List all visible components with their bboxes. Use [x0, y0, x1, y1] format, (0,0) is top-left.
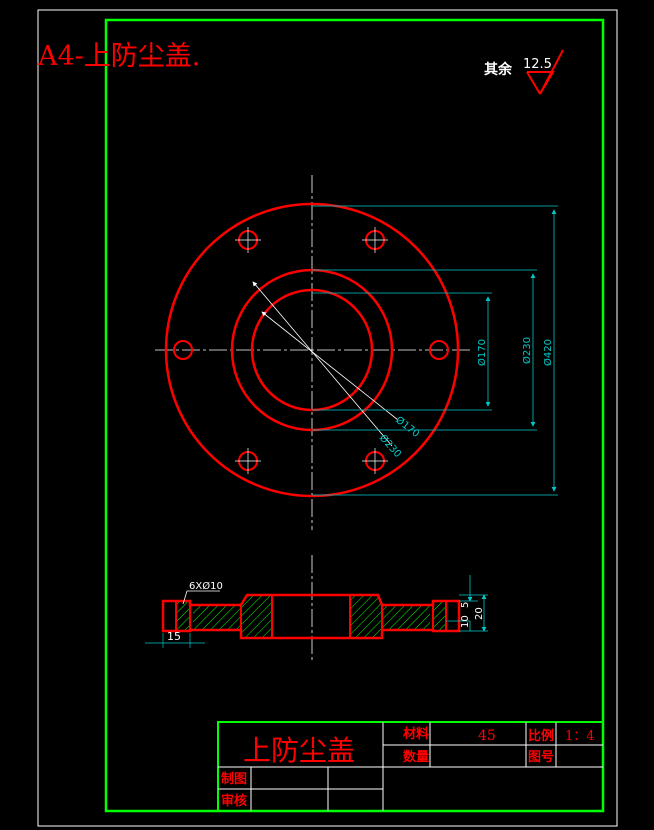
roughness-symbol	[526, 49, 564, 95]
dim-label-10: 10	[460, 615, 471, 628]
dim-label-170: Ø170	[476, 339, 488, 366]
bolt-hole-centermarks	[235, 227, 388, 474]
title-block-quantity-label: 数量	[403, 749, 429, 765]
title-block-checked-by-label: 审核	[221, 793, 247, 809]
bolt-hole	[173, 340, 193, 360]
section-view: 6XØ10 15 5 10 20	[145, 555, 488, 660]
dim-label-420: Ø420	[542, 339, 554, 366]
section-hatch-flange-left	[176, 601, 189, 631]
dim-label-230: Ø230	[521, 337, 533, 364]
title-block-drawn-by-label: 制图	[221, 771, 247, 787]
title-block-scale-label: 比例	[528, 728, 554, 744]
section-hatch-right	[350, 595, 430, 638]
section-inner-edges	[175, 595, 447, 638]
title-block-material-label: 材料	[403, 726, 429, 742]
roughness-label: 其余	[484, 61, 513, 78]
leader-line-170	[261, 311, 399, 421]
roughness-value: 12.5	[523, 57, 552, 72]
leader-label-170: Ø170	[393, 414, 422, 440]
title-block-part-name: 上防尘盖	[243, 734, 355, 767]
leader-line-230	[252, 281, 393, 447]
dim-label-15: 15	[167, 630, 181, 643]
section-hatch-left	[193, 595, 272, 638]
drawing-heading: A4-上防尘盖.	[37, 41, 200, 72]
hole-label: 6XØ10	[189, 580, 223, 592]
dim-label-5: 5	[460, 602, 471, 608]
title-block: 上防尘盖 材料 45 比例 1：4 数量 图号 制图 审核	[217, 721, 604, 812]
dim-label-20: 20	[474, 607, 485, 620]
hole-leader	[182, 590, 220, 605]
outer-circle	[164, 202, 460, 498]
leader-label-230: Ø230	[377, 432, 404, 460]
sheet-border	[37, 9, 618, 827]
title-block-scale-value: 1：4	[565, 729, 595, 744]
title-block-material-value: 45	[478, 728, 496, 744]
extension-lines	[312, 205, 558, 496]
section-hatch-flange-right	[433, 601, 446, 631]
plan-view: Ø170 Ø230 Ø420 Ø230 Ø170	[155, 175, 558, 530]
title-block-drawing-no-label: 图号	[528, 750, 554, 765]
bolt-hole	[429, 340, 449, 360]
